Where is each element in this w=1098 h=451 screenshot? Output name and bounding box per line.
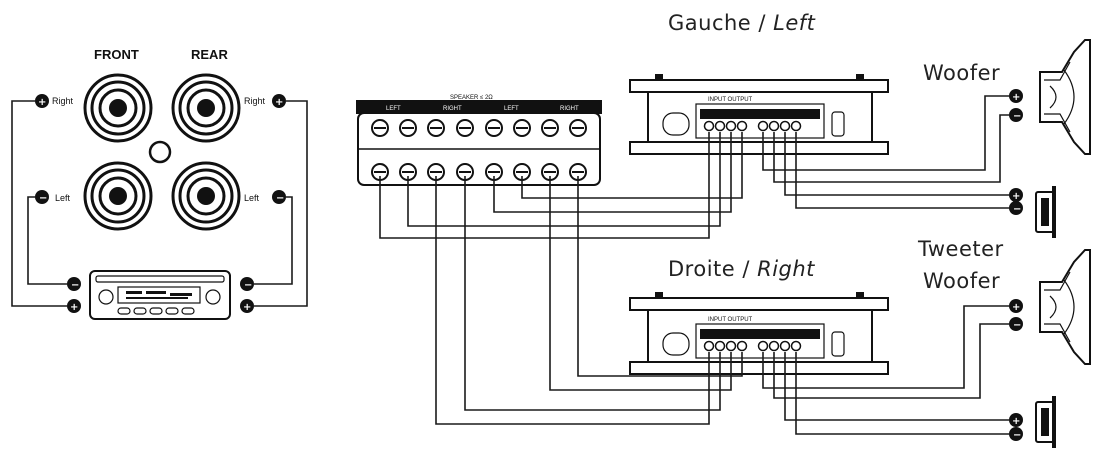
svg-text:−: − — [1013, 111, 1021, 122]
woofer-speaker-top — [1039, 39, 1091, 155]
crossover-terminal — [779, 120, 791, 132]
speaker-terminal-plus: + — [1009, 188, 1023, 202]
crossover-left-io-label: INPUT OUTPUT — [708, 97, 753, 103]
woofer-bottom-label: Woofer — [923, 269, 1000, 293]
speaker-terminal-minus: − — [1009, 317, 1023, 331]
svg-text:+: + — [70, 302, 78, 313]
crossover-terminal — [703, 340, 715, 352]
speaker-terminal-minus: − — [1009, 427, 1023, 441]
block-screw-top — [456, 119, 474, 137]
headunit-left-label-left: − Left — [35, 190, 71, 204]
speaker-terminal-plus: + — [1009, 299, 1023, 313]
crossover-terminal — [768, 120, 780, 132]
block-channel-right-1: RIGHT — [443, 106, 462, 112]
radio-terminal-left-plus: + — [67, 299, 81, 313]
crossover-terminal — [757, 120, 769, 132]
car-radio — [89, 270, 231, 320]
crossover-left: Gauche / Left INPUT OUTPUT — [629, 11, 889, 155]
svg-text:−: − — [1013, 320, 1021, 331]
block-screws-top — [371, 119, 587, 137]
svg-text:−: − — [39, 193, 47, 204]
tweeter-speaker-top — [1035, 186, 1056, 238]
radio-terminal-left-minus: − — [67, 277, 81, 291]
headunit-left-label-right: Left − — [244, 190, 286, 204]
radio-terminal-right-plus: + — [240, 299, 254, 313]
svg-text:−: − — [1013, 430, 1021, 441]
crossover-terminal — [725, 120, 737, 132]
crossover-terminal — [736, 340, 748, 352]
crossover-terminal — [736, 120, 748, 132]
svg-text:+: + — [275, 97, 283, 108]
svg-text:Left: Left — [55, 193, 71, 203]
svg-text:+: + — [1012, 92, 1020, 103]
front-label: FRONT — [94, 47, 139, 62]
crossover-left-terminals — [703, 120, 802, 132]
block-screw-bottom — [399, 163, 417, 181]
headunit-section: FRONT REAR — [11, 47, 308, 320]
rca-front-left — [83, 161, 153, 231]
block-screw-top — [371, 119, 389, 137]
svg-text:−: − — [1013, 204, 1021, 215]
headunit-right-label-right: Right + — [244, 94, 286, 108]
block-channel-left-1: LEFT — [386, 106, 401, 112]
block-screw-bottom — [456, 163, 474, 181]
crossover-terminal — [714, 340, 726, 352]
speaker-terminal-plus: + — [1009, 413, 1023, 427]
system-wires — [379, 95, 1009, 435]
center-hole — [148, 140, 172, 164]
svg-text:−: − — [71, 280, 79, 291]
block-screw-top — [427, 119, 445, 137]
block-screw-top — [513, 119, 531, 137]
block-header-text: SPEAKER ≤ 2Ω — [450, 95, 493, 101]
rca-rear-left — [171, 161, 241, 231]
crossover-left-title: Gauche / Left — [668, 11, 816, 35]
tweeter-speaker-bottom — [1035, 396, 1056, 448]
crossover-terminal — [768, 340, 780, 352]
radio-terminal-right-minus: − — [240, 277, 254, 291]
crossover-terminal — [779, 340, 791, 352]
block-screw-top — [399, 119, 417, 137]
crossover-right: Droite / Right INPUT OUTPUT — [629, 257, 889, 375]
crossover-terminal — [790, 340, 802, 352]
block-channel-right-2: RIGHT — [560, 106, 579, 112]
rca-rear-right — [171, 73, 241, 143]
svg-text:+: + — [243, 302, 251, 313]
svg-text:Left: Left — [244, 193, 260, 203]
svg-text:+: + — [38, 97, 46, 108]
rca-front-right — [83, 73, 153, 143]
speaker-terminal-plus: + — [1009, 89, 1023, 103]
rear-label: REAR — [191, 47, 228, 62]
block-screw-top — [485, 119, 503, 137]
speaker-terminals: + − + − + − + − — [1009, 89, 1023, 441]
crossover-right-title: Droite / Right — [668, 257, 815, 281]
svg-text:Right: Right — [52, 96, 74, 106]
speaker-terminal-minus: − — [1009, 201, 1023, 215]
svg-text:−: − — [276, 193, 284, 204]
tweeter-label: Tweeter — [917, 237, 1004, 261]
headunit-right-label-left: + Right — [35, 94, 74, 108]
svg-text:Right: Right — [244, 96, 266, 106]
svg-text:+: + — [1012, 302, 1020, 313]
crossover-terminal — [703, 120, 715, 132]
crossover-right-terminals — [703, 340, 802, 352]
svg-text:+: + — [1012, 416, 1020, 427]
speaker-terminal-minus: − — [1009, 108, 1023, 122]
distribution-block: SPEAKER ≤ 2Ω LEFT RIGHT LEFT RIGHT — [356, 95, 602, 186]
crossover-right-io-label: INPUT OUTPUT — [708, 317, 753, 323]
block-screws-bottom — [371, 163, 587, 181]
woofer-speaker-bottom — [1039, 249, 1091, 365]
block-channel-left-2: LEFT — [504, 106, 519, 112]
crossover-terminal — [714, 120, 726, 132]
crossover-terminal — [790, 120, 802, 132]
headunit-wires — [11, 100, 308, 307]
crossover-terminal — [725, 340, 737, 352]
woofer-top-label: Woofer — [923, 61, 1000, 85]
block-screw-top — [569, 119, 587, 137]
block-screw-top — [541, 119, 559, 137]
crossover-terminal — [757, 340, 769, 352]
svg-text:+: + — [1012, 191, 1020, 202]
svg-text:−: − — [244, 280, 252, 291]
